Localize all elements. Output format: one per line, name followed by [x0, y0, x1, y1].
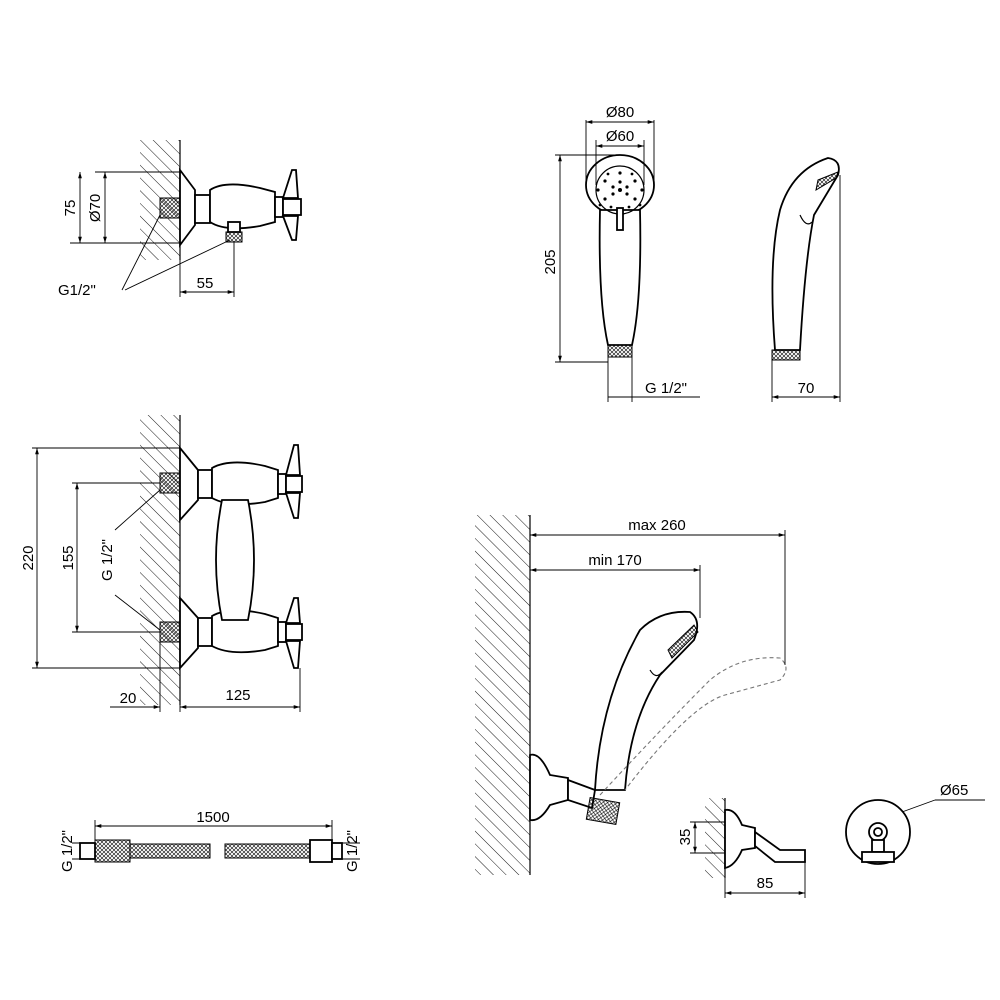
dim-centers: 155 [60, 545, 77, 570]
dim-depth: 85 [757, 875, 774, 892]
dim-wall: 20 [120, 690, 137, 707]
dim-depth: 70 [798, 380, 815, 397]
dim-min: min 170 [588, 552, 641, 569]
dim-height: 75 [62, 200, 79, 217]
mixer-top-view: 75 Ø70 55 G1/2" [58, 140, 302, 299]
hand-shower-front: Ø80 Ø60 205 G 1/2" [542, 104, 700, 402]
wall-flange [179, 167, 196, 248]
holder-detail-side: 35 85 [677, 798, 806, 898]
spray-nozzles [596, 171, 644, 209]
thread-connector [159, 197, 181, 219]
dim-length: 1500 [196, 809, 229, 826]
dim-total: 220 [20, 545, 37, 570]
hose-body-left [129, 843, 211, 859]
mixer-body [209, 183, 276, 230]
thread-label: G 1/2" [645, 380, 687, 397]
dim-offset: 55 [197, 275, 214, 292]
wall-hatch [475, 515, 530, 875]
dim-max: max 260 [628, 517, 686, 534]
thread-left: G 1/2" [59, 830, 76, 872]
dim-outer: Ø80 [606, 104, 634, 121]
dim-height: 35 [677, 829, 694, 846]
thread-label: G 1/2" [99, 539, 116, 581]
dim-inner: Ø60 [606, 128, 634, 145]
hose-nut-left [94, 839, 131, 863]
holder-bracket [754, 830, 806, 863]
mixer-side-view: 220 155 G 1/2" 20 125 [20, 415, 303, 712]
shower-side-body [771, 157, 840, 351]
hand-shower-side: 70 [771, 157, 841, 402]
thread-label: G1/2" [58, 282, 96, 299]
thread-right: G 1/2" [344, 830, 361, 872]
hose: 1500 G 1/2" G 1/2" [59, 809, 361, 872]
shower-max-position [599, 657, 787, 796]
hose-nut-right [309, 839, 333, 863]
wall-mount [529, 753, 569, 822]
dim-diameter: Ø70 [87, 194, 104, 222]
holder-detail-front: Ø65 [845, 782, 985, 865]
dim-diameter: Ø65 [940, 782, 968, 799]
hose-body-right [224, 843, 311, 859]
cross-handle [281, 169, 299, 199]
mixer-grip [215, 499, 255, 621]
dim-projection: 125 [225, 687, 250, 704]
holder-assembly: max 260 min 170 [475, 515, 787, 875]
dim-length: 205 [542, 249, 559, 274]
